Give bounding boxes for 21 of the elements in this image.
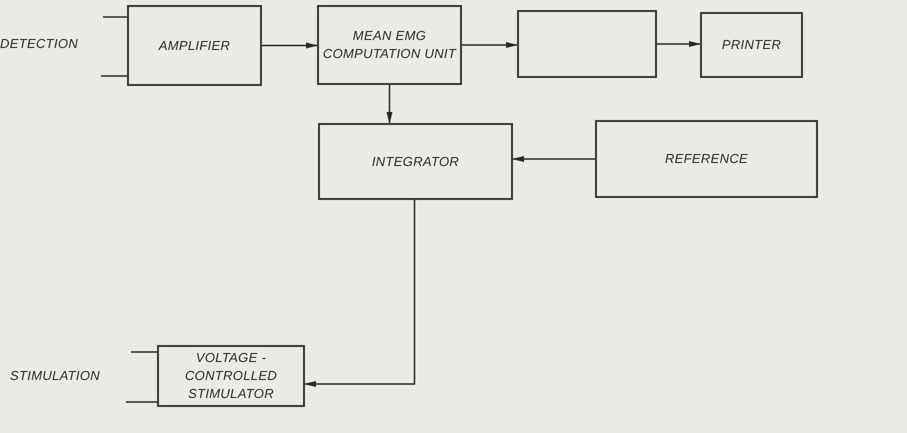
process-box xyxy=(318,123,513,200)
box-label: VOLTAGE - CONTROLLED STIMULATOR xyxy=(184,349,278,403)
signal-label: STIMULATION xyxy=(10,367,100,385)
box-label: AMPLIFIER xyxy=(158,36,230,54)
process-box xyxy=(700,12,803,78)
process-box xyxy=(127,5,262,86)
signal-label: DETECTION xyxy=(0,35,78,53)
arrow xyxy=(512,156,595,162)
box-label: PRINTER xyxy=(722,36,782,54)
arrow xyxy=(304,200,416,387)
arrow xyxy=(262,42,318,48)
process-box xyxy=(317,5,462,85)
process-box xyxy=(595,120,818,198)
box-label: INTEGRATOR xyxy=(372,152,460,170)
process-box xyxy=(517,10,657,78)
box-label: MEAN EMG COMPUTATION UNIT xyxy=(322,27,458,63)
box-label: REFERENCE xyxy=(664,150,748,168)
arrow xyxy=(657,41,701,47)
arrow xyxy=(462,42,518,48)
process-box xyxy=(157,345,305,407)
arrow xyxy=(386,85,392,124)
